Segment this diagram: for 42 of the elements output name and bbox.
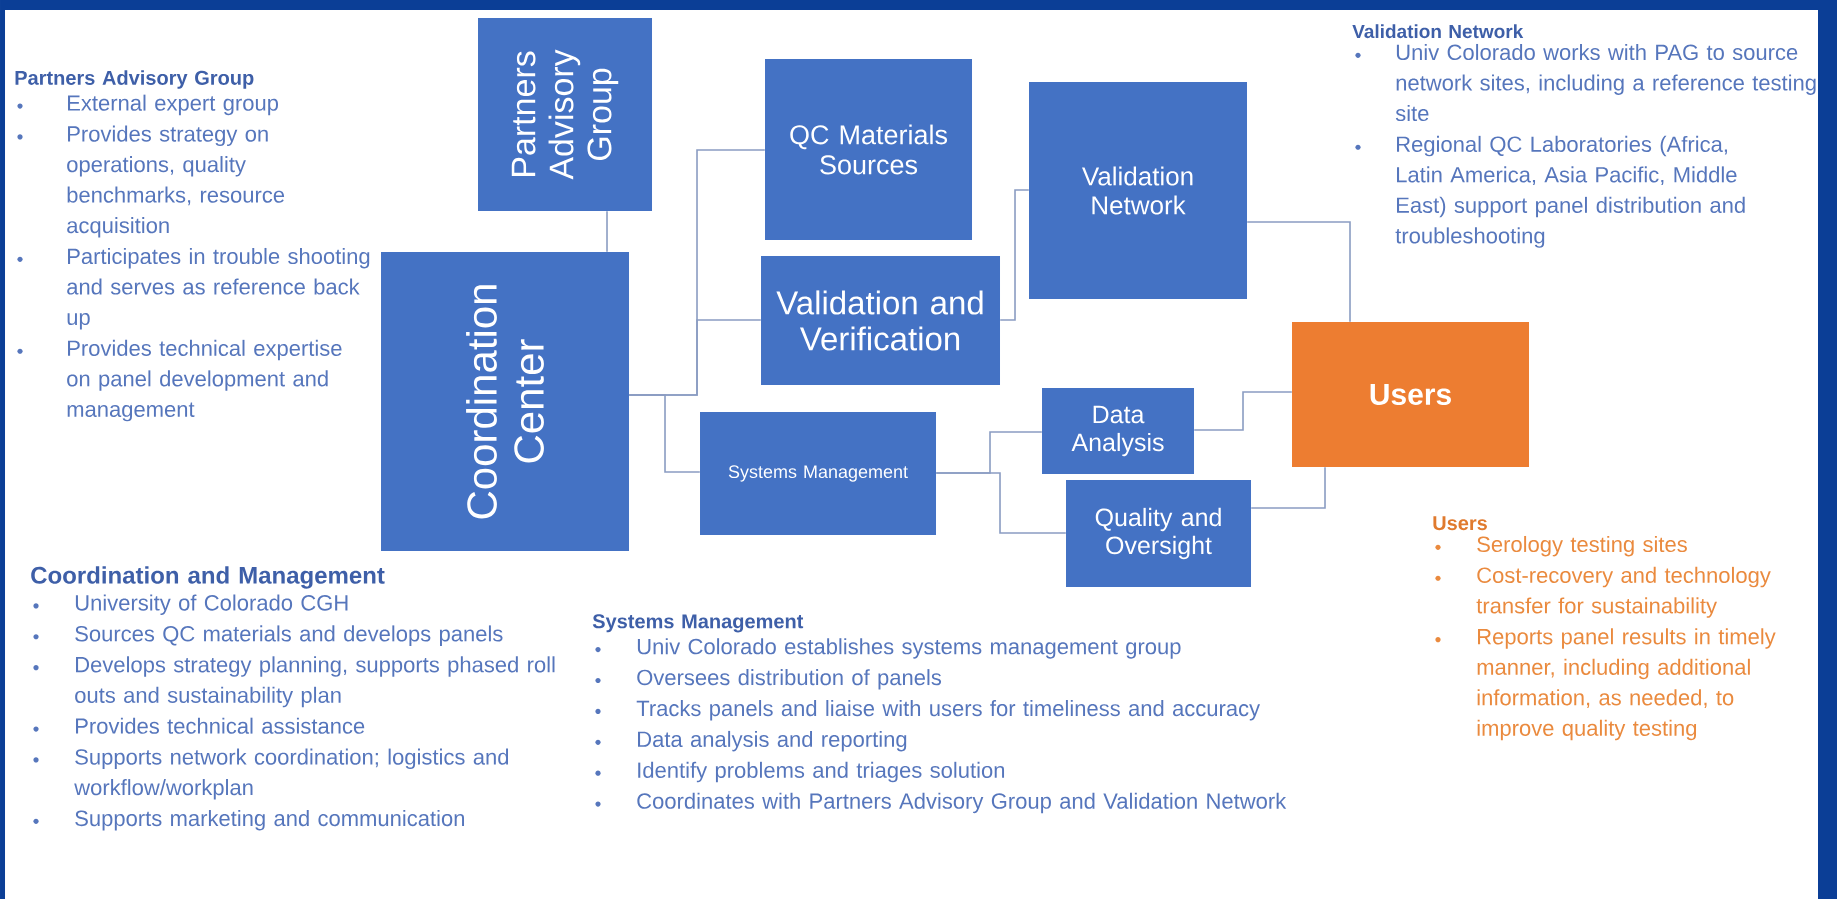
bullet-item: Supports network coordination; logistics and workflow/workplan [33, 748, 509, 800]
bullet-item: Reports panel results in timely manner, including additional information, as needed, to improve quality testing [1435, 628, 1776, 741]
bullet-item: Develops strategy planning, supports phased roll outs and sustainability plan [33, 656, 555, 708]
section-heading: Users [1433, 516, 1487, 531]
section-heading: Validation Network [1352, 24, 1524, 39]
process-box: Validation and Verification [761, 256, 1000, 385]
process-box: QC Materials Sources [765, 59, 972, 240]
connector-line [1250, 466, 1326, 509]
section-heading: Systems Management [592, 614, 804, 633]
bullet-item: Provides technical assistance [33, 717, 365, 734]
connector-line [628, 394, 701, 473]
bullet-item: Univ Colorado establishes systems management group [595, 638, 1181, 659]
bullet-item: Oversees distribution of panels [595, 669, 942, 690]
bullet-item: Tracks panels and liaise with users for timeliness and accuracy [595, 700, 1261, 721]
bullet-item: Cost-recovery and technology transfer for sustainability [1435, 566, 1771, 618]
process-box: Data Analysis [1042, 388, 1194, 474]
connector-line [1246, 221, 1351, 323]
section-heading: Partners Advisory Group [15, 70, 254, 89]
bullet-item: University of Colorado CGH [33, 594, 348, 615]
bullet-item: Sources QC materials and develops panels [33, 625, 503, 646]
process-box: Quality and Oversight [1066, 480, 1251, 587]
bullet-item: Provides strategy on operations, quality benchmarks, resource acquisition [17, 125, 285, 238]
bullet-item: Coordinates with Partners Advisory Group and Validation Network [595, 792, 1287, 814]
bullet-item: Univ Colorado works with PAG to source network sites, including a reference testing site [1355, 43, 1816, 122]
process-box: Systems Management [700, 412, 936, 535]
process-box: Coordination Center [381, 252, 629, 551]
connector-line [999, 189, 1030, 321]
bullet-item: Supports marketing and communication [33, 809, 464, 831]
process-box: Validation Network [1029, 82, 1247, 299]
process-box: Partners Advisory Group [478, 18, 652, 211]
bullet-item: Regional QC Laboratories (Africa, Latin America, Asia Pacific, Middle East) support panel distribution and troubleshooting [1355, 135, 1745, 248]
section-heading: Coordination and Management [31, 566, 385, 589]
bullet-item: Provides technical expertise on panel development and management [17, 339, 342, 422]
bullet-item: Serology testing sites [1435, 535, 1687, 557]
bullet-item: Identify problems and triages solution [595, 761, 1005, 783]
connector-line [606, 210, 608, 253]
bullet-item: Data analysis and reporting [595, 730, 907, 752]
connector-line [1193, 391, 1293, 431]
bullet-item: External expert group [17, 94, 279, 116]
process-box: Users [1292, 322, 1529, 467]
bullet-item: Participates in trouble shooting and serves as reference back up [17, 247, 370, 330]
connector-line [935, 472, 1067, 534]
